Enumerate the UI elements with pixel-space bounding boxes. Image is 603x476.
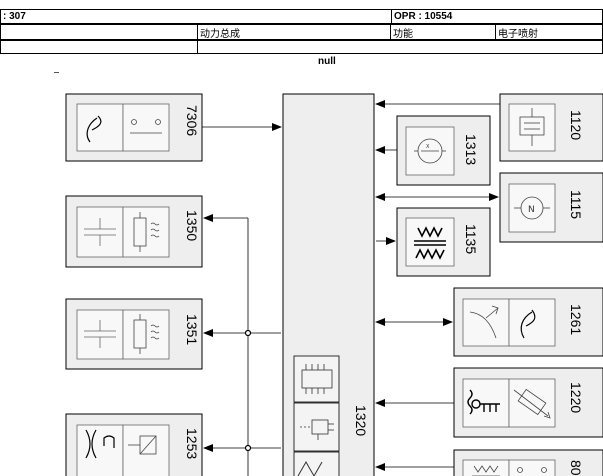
potentiometer-icon	[513, 388, 551, 419]
label-1350: 1350	[184, 210, 200, 241]
solenoid-icon	[128, 435, 157, 455]
header-code: : 307	[0, 9, 392, 24]
left-wiring	[202, 123, 282, 476]
component-1351: 1351	[65, 298, 203, 370]
rpm-icon-letter: X	[426, 144, 430, 150]
junction-dots	[244, 329, 252, 452]
switch-icon	[130, 119, 162, 134]
label-1120: 1120	[568, 110, 584, 140]
injector-coil-icon	[472, 465, 500, 476]
label-1261: 1261	[568, 304, 584, 335]
component-1261: 1261	[453, 287, 603, 357]
signal-icon	[297, 460, 323, 476]
component-1320: 1320	[282, 93, 375, 476]
component-bottom-right: 80	[453, 449, 603, 476]
label-1351: 1351	[184, 314, 200, 345]
capacitor-icon	[84, 218, 116, 246]
right-wiring	[375, 100, 500, 471]
label-1313: 1313	[463, 134, 479, 165]
sensor-icon	[86, 115, 102, 143]
component-1350: 1350	[65, 195, 203, 268]
cam-sensor-icon: N	[514, 196, 550, 220]
svg-text:N: N	[528, 205, 535, 215]
component-1253: 1253	[65, 413, 203, 476]
label-1220: 1220	[568, 382, 584, 413]
component-1313: X 1313	[396, 115, 491, 186]
component-1135: 1135	[396, 207, 491, 277]
label-1115: 1115	[568, 190, 584, 219]
sensor-icon	[520, 309, 536, 339]
component-1220: 1220	[453, 367, 603, 438]
label-1320: 1320	[353, 405, 369, 436]
capacitor-icon	[84, 320, 116, 348]
temperature-sensor-icon	[467, 389, 500, 415]
label-7306: 7306	[184, 105, 200, 136]
header-row-1: : 307 OPR : 10554	[0, 9, 603, 24]
rpm-sensor-icon	[414, 138, 446, 164]
switch-icon	[517, 467, 547, 473]
label-80: 80	[568, 460, 584, 476]
knock-sensor-icon	[519, 108, 545, 146]
heater-icon	[133, 314, 160, 354]
label-1253: 1253	[184, 428, 200, 459]
header-opr: OPR : 10554	[391, 9, 603, 24]
label-1135: 1135	[463, 224, 479, 254]
chip-icon	[301, 364, 333, 394]
pedal-icon	[469, 305, 499, 339]
component-1115: N 1115	[499, 172, 603, 243]
dash-mark	[54, 72, 59, 73]
component-7306: 7306	[65, 93, 203, 162]
header-empty-3b	[197, 39, 603, 54]
component-1120: 1120	[499, 93, 603, 162]
valve-icon	[85, 429, 115, 459]
ignition-coil-icon	[414, 226, 446, 260]
injector-icon	[300, 419, 334, 440]
heater-icon	[133, 212, 160, 252]
diagram-title: null	[318, 56, 336, 67]
header-row-3	[0, 39, 603, 54]
